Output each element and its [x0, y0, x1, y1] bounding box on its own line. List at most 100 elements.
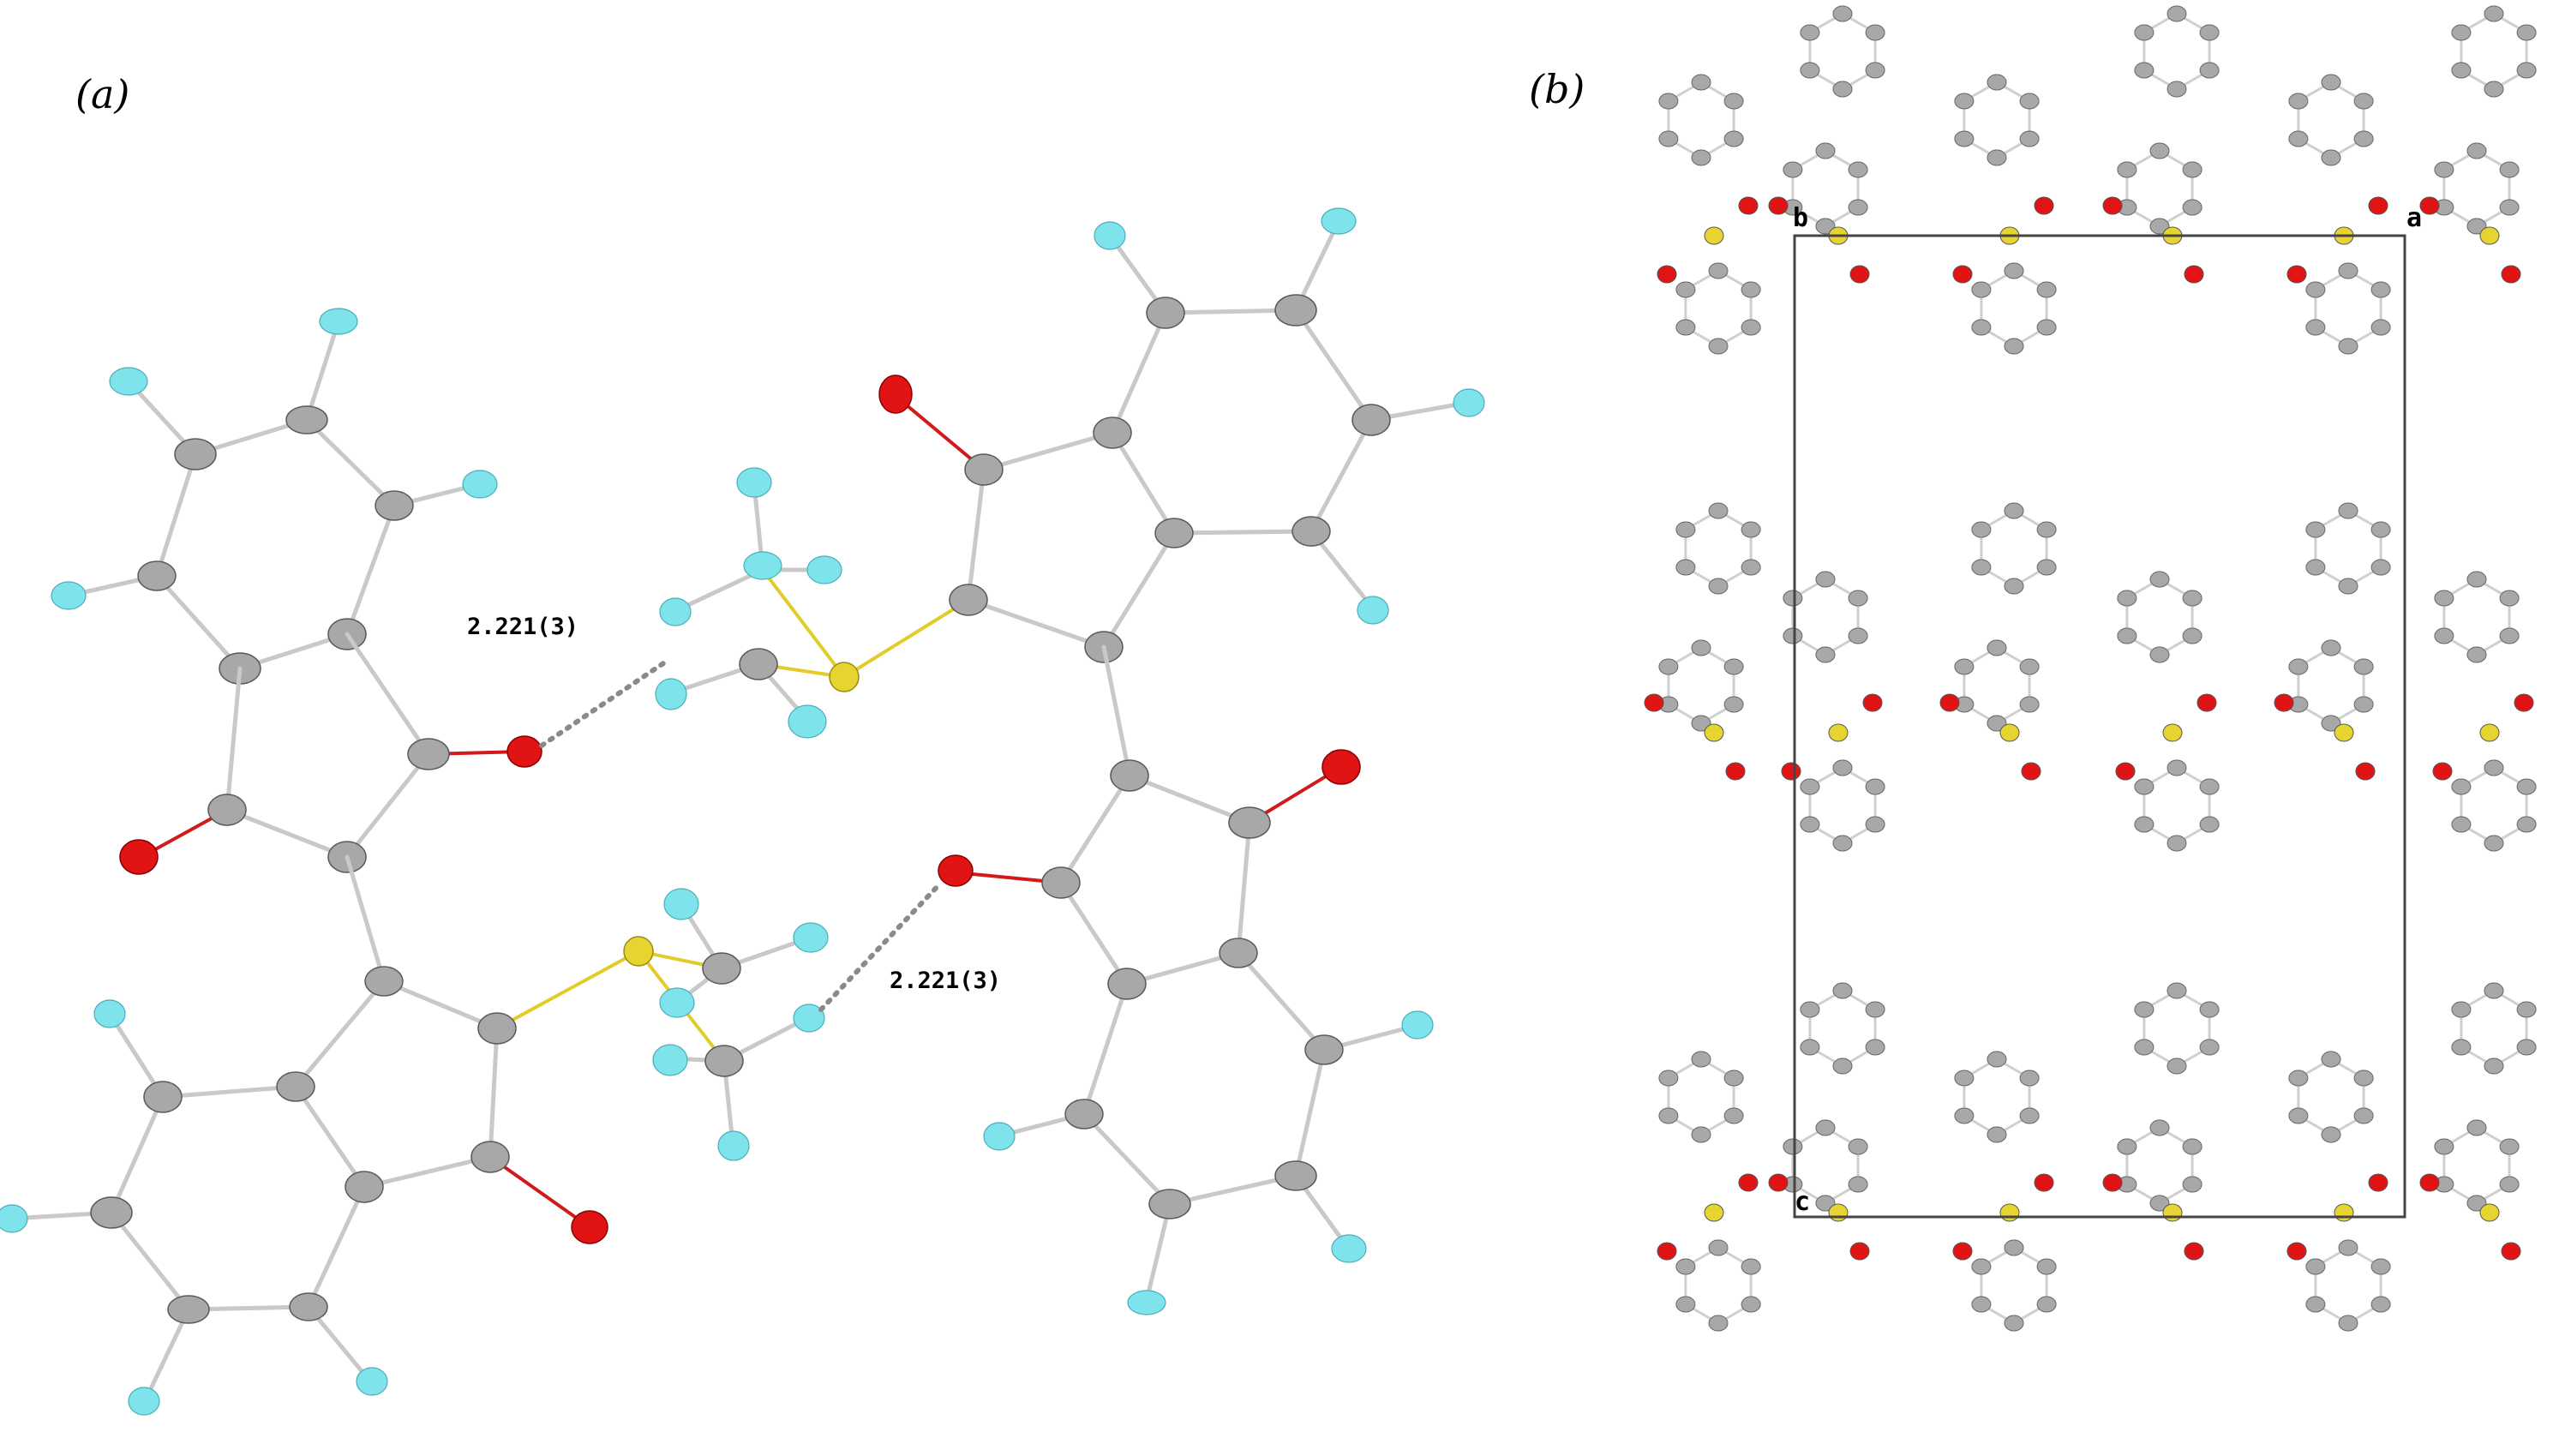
atom-o — [938, 854, 974, 887]
packing-atom-s — [2479, 1203, 2500, 1222]
atom-c — [1110, 759, 1149, 792]
packing-atom-c — [2134, 816, 2154, 833]
packing-atom-c — [1832, 81, 1853, 98]
packing-atom-c — [2166, 835, 2187, 852]
packing-atom-c — [1971, 319, 1992, 336]
sulfur-cf3-upper — [655, 467, 970, 739]
atom-o — [506, 735, 542, 768]
packing-atom-o — [2419, 1173, 2440, 1192]
packing-atom-c — [2149, 218, 2170, 235]
packing-atom-c — [2451, 778, 2472, 795]
packing-atom-c — [2466, 1119, 2487, 1136]
packing-atom-c — [2288, 1070, 2309, 1087]
packing-atom-o — [2034, 196, 2054, 215]
packing-atom-c — [2305, 281, 2326, 298]
packing-atom-c — [2321, 1126, 2341, 1143]
packing-atom-c — [2338, 338, 2358, 355]
packing-atom-o — [2419, 196, 2440, 215]
five-ring-upper-right — [878, 374, 1177, 663]
atom-f — [788, 704, 827, 739]
packing-atom-c — [1783, 590, 1803, 607]
atom-o — [571, 1210, 608, 1244]
packing-atom-c — [2484, 835, 2504, 852]
atom-f — [1094, 221, 1126, 250]
packing-atom-s — [2479, 723, 2500, 742]
atom-c — [1304, 1034, 1344, 1065]
packing-atom-c — [2117, 161, 2137, 178]
packing-atom-o — [2274, 693, 2294, 712]
packing-atom-o — [1952, 1242, 1973, 1261]
packing-atom-c — [2019, 696, 2040, 713]
packing-atom-c — [1741, 559, 1761, 576]
atom-c — [1064, 1099, 1104, 1129]
atom-c — [143, 1081, 183, 1113]
packing-atom-c — [2149, 142, 2170, 159]
packing-atom-c — [1865, 62, 1885, 79]
packing-atom-c — [2484, 982, 2504, 999]
packing-atom-s — [2479, 226, 2500, 245]
packing-atom-c — [2370, 281, 2391, 298]
packing-atom-c — [1708, 262, 1729, 279]
packing-atom-c — [1723, 696, 1744, 713]
packing-atom-c — [2182, 199, 2202, 216]
packing-atom-c — [1723, 658, 1744, 675]
packing-atom-c — [1658, 130, 1679, 147]
packing-atom-c — [2036, 281, 2057, 298]
packing-atom-o — [1849, 1242, 1870, 1261]
packing-atom-c — [1971, 521, 1992, 538]
packing-atom-c — [2451, 62, 2472, 79]
packing-atom-o — [1657, 1242, 1677, 1261]
atom-c — [276, 1071, 315, 1102]
packing-atom-c — [1783, 1138, 1803, 1155]
packing-atom-o — [2102, 196, 2123, 215]
packing-atom-c — [2004, 1315, 2024, 1332]
packing-atom-c — [2321, 74, 2341, 91]
packing-atom-o — [2286, 265, 2307, 284]
packing-atom-c — [1723, 1107, 1744, 1124]
packing-atom-c — [1865, 816, 1885, 833]
packing-atom-c — [2338, 578, 2358, 595]
packing-atom-o — [1768, 196, 1789, 215]
packing-atom-o — [1849, 265, 1870, 284]
packing-atom-c — [1783, 627, 1803, 644]
packing-atom-c — [1741, 281, 1761, 298]
packing-atom-c — [2338, 502, 2358, 519]
packing-atom-c — [2353, 658, 2374, 675]
atom-f — [0, 1204, 28, 1233]
packing-atom-o — [1738, 1173, 1759, 1192]
packing-atom-c — [2451, 1039, 2472, 1056]
atom-c — [285, 405, 328, 434]
packing-atom-c — [2353, 696, 2374, 713]
packing-atom-o — [1768, 1173, 1789, 1192]
atom-c — [407, 738, 450, 770]
bond-central-left — [345, 854, 387, 984]
packing-atom-c — [1954, 93, 1975, 110]
atom-f — [736, 467, 772, 498]
packing-atom-c — [1675, 1296, 1696, 1313]
packing-atom-c — [2353, 93, 2374, 110]
atom-s — [623, 936, 654, 967]
packing-atom-c — [1691, 715, 1711, 732]
packing-atom-o — [2184, 1242, 2204, 1261]
packing-atom-c — [1971, 281, 1992, 298]
packing-atom-c — [1848, 627, 1868, 644]
packing-atom-c — [2134, 62, 2154, 79]
packing-atom-c — [2117, 627, 2137, 644]
atom-f — [659, 597, 692, 626]
packing-atom-c — [1800, 24, 1820, 41]
packing-atom-s — [1704, 1203, 1724, 1222]
packing-atom-c — [2182, 1138, 2202, 1155]
atom-f — [1357, 596, 1389, 625]
packing-atom-c — [2451, 1001, 2472, 1018]
atom-c — [1146, 297, 1185, 329]
atom-f — [356, 1367, 388, 1396]
ring-lower-right — [983, 938, 1434, 1315]
packing-atom-c — [1691, 149, 1711, 166]
packing-atom-c — [1675, 559, 1696, 576]
atom-o — [119, 839, 159, 875]
packing-atom-c — [2305, 319, 2326, 336]
atom-c — [1154, 518, 1194, 548]
atom-c — [1274, 1160, 1317, 1191]
packing-atom-c — [2199, 1001, 2220, 1018]
